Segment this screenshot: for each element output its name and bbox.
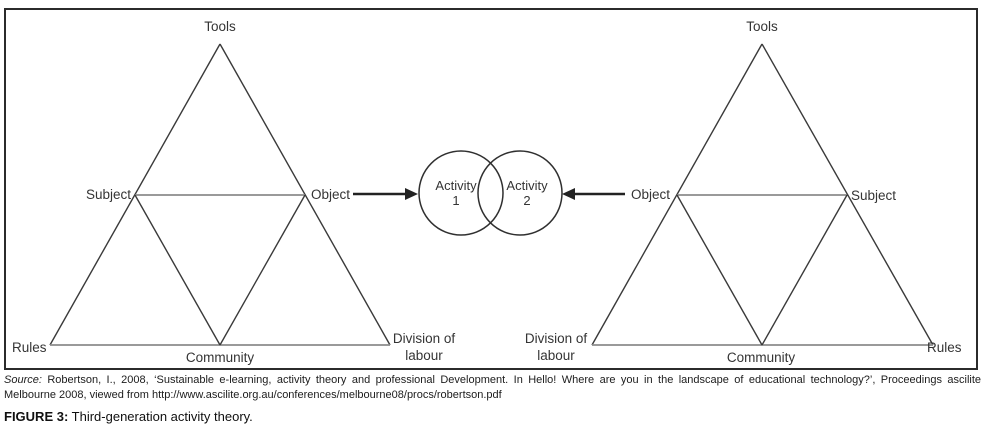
division-right-line1: Division of — [524, 331, 588, 346]
activity-2-circle — [477, 150, 563, 236]
activity-1-circle — [418, 150, 504, 236]
activity-2-line1: Activity — [506, 178, 548, 193]
label-subject-right: Subject — [851, 188, 897, 203]
label-division-of-labour-left: Division of labour — [393, 330, 455, 364]
source-caption-line2: Melbourne 2008, viewed from http://www.a… — [4, 388, 502, 401]
source-label: Source: — [4, 374, 42, 386]
left-object-community-line — [219, 194, 306, 346]
source-caption-line1: Source: Robertson, I., 2008, ‘Sustainabl… — [4, 373, 981, 388]
activity-2-line2: 2 — [523, 193, 531, 208]
right-arrow-head-icon — [562, 188, 575, 200]
label-tools-right: Tools — [746, 19, 778, 34]
activity-1-line2: 1 — [452, 193, 460, 208]
source-caption: Source: Robertson, I., 2008, ‘Sustainabl… — [4, 373, 981, 402]
label-division-of-labour-right: Division of labour — [525, 330, 587, 364]
label-subject-left: Subject — [85, 187, 131, 202]
right-subject-community-line — [761, 194, 848, 346]
figure-title-text: Third-generation activity theory. — [68, 409, 253, 424]
division-right-line2: labour — [537, 348, 575, 363]
label-rules-left: Rules — [12, 340, 47, 355]
label-object-left: Object — [311, 187, 351, 202]
label-community-right: Community — [726, 350, 796, 365]
activity-theory-diagram — [49, 43, 934, 346]
left-subject-community-line — [134, 194, 221, 346]
source-text: Robertson, I., 2008, ‘Sustainable e-lear… — [41, 374, 981, 386]
label-community-left: Community — [185, 350, 255, 365]
division-left-line2: labour — [405, 348, 443, 363]
label-activity-2: Activity 2 — [506, 178, 547, 208]
label-activity-1: Activity 1 — [435, 178, 476, 208]
division-left-line1: Division of — [392, 331, 456, 346]
label-rules-right: Rules — [927, 340, 962, 355]
right-triangle-right-edge — [761, 43, 934, 346]
figure-title-line: FIGURE 3: Third-generation activity theo… — [4, 409, 253, 424]
label-object-right: Object — [630, 187, 670, 202]
label-tools-left: Tools — [204, 19, 236, 34]
figure-number-label: FIGURE 3: — [4, 409, 69, 424]
right-object-community-line — [676, 194, 763, 346]
activity-1-line1: Activity — [435, 178, 477, 193]
figure-frame: Tools Subject Object Rules Community Div… — [4, 8, 978, 370]
left-arrow-head-icon — [405, 188, 418, 200]
